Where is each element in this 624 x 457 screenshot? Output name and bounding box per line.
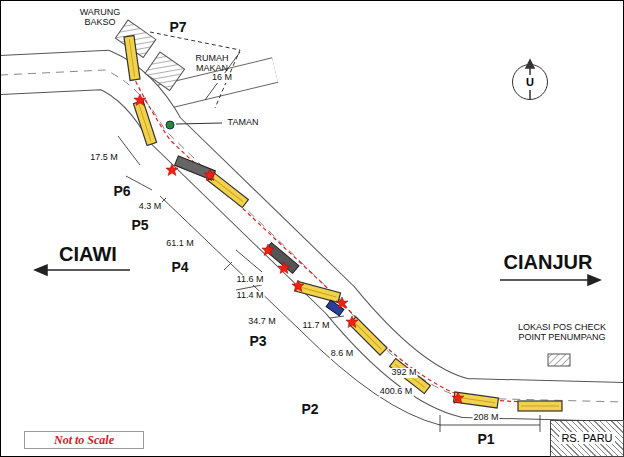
dimension: 392 M bbox=[390, 368, 417, 378]
position-label: P4 bbox=[171, 260, 188, 275]
dimension: 17.5 M bbox=[89, 153, 119, 163]
position-label: P2 bbox=[301, 402, 318, 417]
dimension: 11.4 M bbox=[236, 291, 265, 301]
direction-label: CIAWI bbox=[59, 243, 117, 265]
direction-label: CIANJUR bbox=[504, 251, 593, 273]
dimension: 61.1 M bbox=[165, 239, 195, 249]
dimension: 34.7 M bbox=[247, 317, 277, 327]
dimension: 16 M bbox=[211, 73, 233, 83]
position-label: P6 bbox=[113, 184, 130, 199]
position-label: P3 bbox=[249, 334, 266, 349]
dimension: 4.3 M bbox=[138, 202, 163, 212]
position-label: P7 bbox=[169, 20, 186, 35]
place-name: LOKASI POS CHECK POINT PENUMPANG bbox=[507, 323, 617, 343]
building-box: RS. PARU bbox=[550, 420, 624, 457]
node-text: U bbox=[525, 76, 535, 88]
dimension: 400.6 M bbox=[379, 387, 414, 397]
dimension: 11.6 M bbox=[236, 275, 265, 285]
place-name: TAMAN bbox=[228, 118, 259, 128]
position-label: P5 bbox=[131, 218, 148, 233]
position-label: P1 bbox=[477, 432, 494, 447]
place-name: WARUNG BAKSO bbox=[71, 8, 129, 28]
scale-note: Not to Scale bbox=[24, 431, 144, 449]
dimension: 8.6 M bbox=[330, 349, 355, 359]
compass-circle: U bbox=[512, 64, 548, 100]
node-text: RS. PARU bbox=[559, 432, 614, 444]
node-text: Not to Scale bbox=[54, 433, 114, 448]
dimension: 208 M bbox=[472, 413, 499, 423]
place-name: RUMAH MAKAN bbox=[187, 54, 237, 74]
dimension: 11.7 M bbox=[302, 321, 331, 331]
